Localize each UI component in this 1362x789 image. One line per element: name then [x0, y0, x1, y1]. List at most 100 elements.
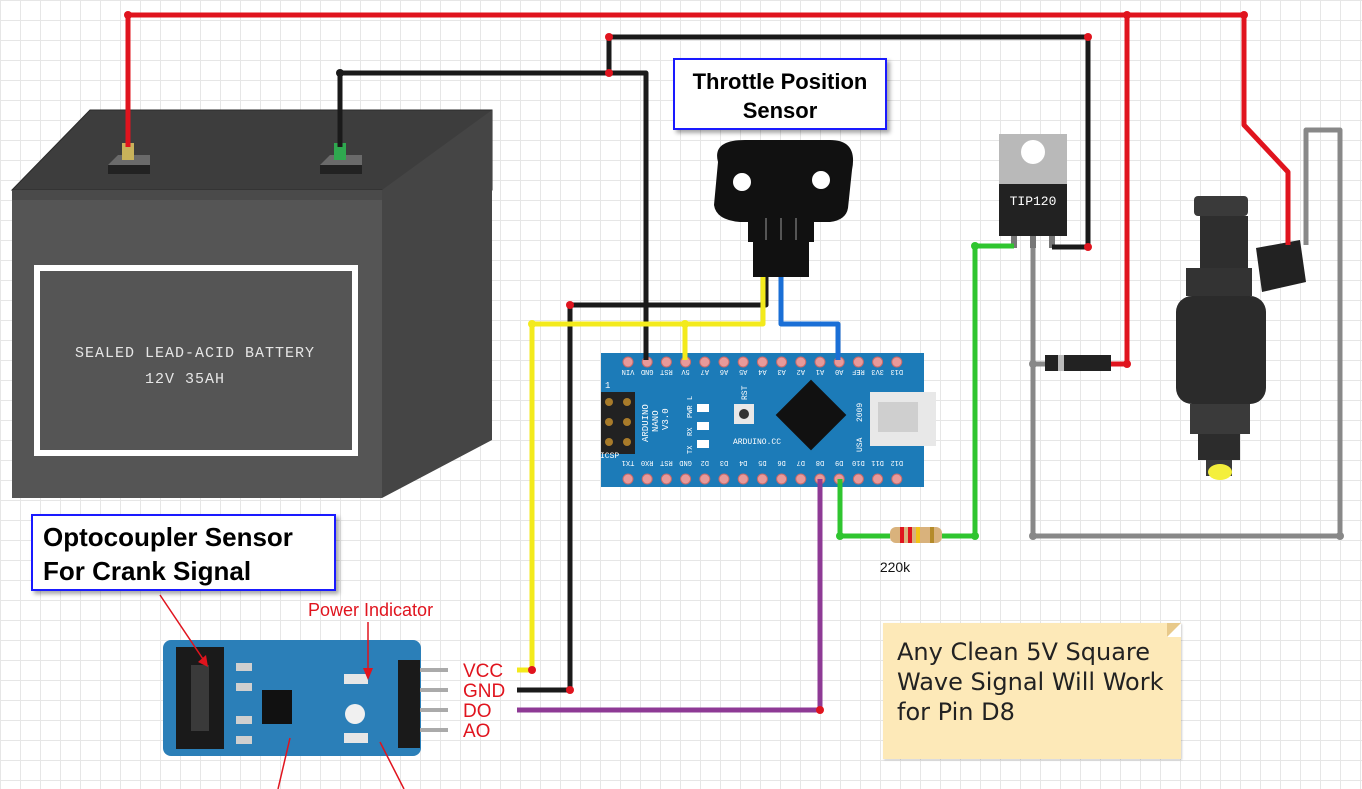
diode: [1045, 355, 1111, 371]
nano-bottom-pin-label-d5: D5: [758, 458, 766, 466]
opto-pin-ao: AO: [463, 721, 490, 742]
opto-pin-vcc: VCC: [463, 661, 503, 682]
nano-bottom-pin-label-d12: D12: [890, 458, 903, 466]
nano-bottom-pin-label-d7: D7: [797, 458, 805, 466]
nano-icsp-label: ICSP: [600, 452, 619, 461]
nano-top-pin-label-a2: A2: [797, 367, 805, 375]
opto-pin-do: DO: [463, 701, 492, 722]
nano-top-pin-label-a6: A6: [720, 367, 728, 375]
nano-top-pin-a4: [756, 356, 768, 368]
nano-bottom-pin-d2: [699, 473, 711, 485]
nano-rx-label: RX: [687, 427, 695, 436]
nano-top-pin-rst: [660, 356, 672, 368]
nano-bottom-pin-rst: [660, 473, 672, 485]
nano-top-pin-label-a0: A0: [835, 367, 843, 375]
nano-top-pin-ref: [852, 356, 864, 368]
nano-name-line2: NANO: [651, 410, 661, 432]
nano-top-pin-a1: [814, 356, 826, 368]
nano-top-pin-a7: [699, 356, 711, 368]
nano-pin1-label: 1: [605, 381, 610, 391]
nano-name-line1: ARDUINO: [641, 404, 651, 442]
wire-red-12v: [125, 12, 1291, 245]
nano-top-pin-label-ref: REF: [852, 367, 865, 375]
nano-bottom-pin-label-rst: RST: [660, 458, 673, 466]
nano-bottom-pin-label-gnd: GND: [679, 458, 692, 466]
nano-bottom-pin-label-d6: D6: [777, 458, 785, 466]
nano-top-pin-label-a1: A1: [816, 367, 824, 375]
sticky-note: Any Clean 5V Square Wave Signal Will Wor…: [883, 623, 1181, 759]
nano-bottom-pin-label-d9: D9: [835, 458, 843, 466]
opto-pin-gnd: GND: [463, 681, 505, 702]
nano-top-pin-d13: [891, 356, 903, 368]
nano-l-label: L: [687, 396, 695, 400]
battery-label-line1: SEALED LEAD-ACID BATTERY: [75, 345, 315, 362]
tip120-label: TIP120: [1010, 194, 1057, 209]
sticky-note-fold: [1167, 623, 1181, 637]
nano-bottom-pin-tx1: [622, 473, 634, 485]
nano-top-pin-a5: [737, 356, 749, 368]
nano-top-pin-vin: [622, 356, 634, 368]
optocoupler-module: VCC GND DO AO Power Indicator: [159, 594, 505, 789]
nano-pwr-label: PWR: [687, 405, 695, 418]
wire-red-diode: [1111, 15, 1130, 367]
nano-top-pin-label-rst: RST: [660, 367, 673, 375]
fuel-injector: [1176, 196, 1306, 480]
wire-green-d9: [837, 479, 890, 539]
tps-callout: Throttle Position Sensor: [673, 58, 887, 130]
resistor-value-label: 220k: [880, 559, 911, 575]
nano-microcontroller-chip: [775, 379, 847, 451]
nano-bottom-pin-label-d8: D8: [816, 458, 824, 466]
optocoupler-callout: Optocoupler Sensor For Crank Signal: [31, 514, 336, 591]
nano-bottom-pin-d3: [718, 473, 730, 485]
nano-top-pin-a3: [776, 356, 788, 368]
nano-top-pin-label-d13: D13: [890, 367, 903, 375]
nano-top-pin-a2: [795, 356, 807, 368]
nano-top-pin-label-a4: A4: [758, 367, 766, 375]
nano-top-pin-label-gnd: GND: [641, 367, 654, 375]
sticky-note-text: Any Clean 5V Square Wave Signal Will Wor…: [897, 638, 1164, 726]
nano-country-label: USA: [856, 437, 865, 452]
optocoupler-callout-line1: Optocoupler Sensor: [43, 522, 293, 552]
nano-bottom-pin-label-d3: D3: [720, 458, 728, 466]
optocoupler-comparator-chip: [262, 690, 292, 724]
nano-top-pin-label-5v: 5V: [681, 367, 690, 375]
nano-top-pin-label-a3: A3: [777, 367, 785, 375]
nano-bottom-pin-d7: [795, 473, 807, 485]
wire-black-ground: [337, 70, 649, 360]
nano-bottom-pin-gnd: [680, 473, 692, 485]
nano-year-label: 2009: [856, 403, 865, 422]
nano-top-pin-3v3: [872, 356, 884, 368]
nano-bottom-pin-label-d11: D11: [871, 458, 884, 466]
nano-bottom-pin-rx0: [641, 473, 653, 485]
nano-top-pin-label-a5: A5: [739, 367, 747, 375]
tps-callout-line2: Sensor: [742, 98, 818, 123]
wire-purple-d8: [517, 479, 823, 713]
nano-bottom-pin-label-d4: D4: [739, 458, 747, 466]
nano-top-pin-label-vin: VIN: [622, 367, 635, 375]
optocoupler-callout-line2: For Crank Signal: [43, 556, 252, 586]
nano-top-pin-a6: [718, 356, 730, 368]
nano-tx-label: TX: [687, 445, 695, 454]
wire-gray-injector: [1030, 127, 1343, 539]
nano-bottom-pin-label-d10: D10: [852, 458, 865, 466]
power-indicator-label: Power Indicator: [308, 600, 433, 620]
nano-site-label: ARDUINO.CC: [733, 438, 781, 447]
battery-label-frame: [34, 265, 358, 456]
nano-name-line3: V3.0: [661, 408, 671, 430]
wire-blue-tps-signal: [778, 277, 841, 360]
junction-dots: [124, 11, 1344, 714]
nano-bottom-pin-label-rx0: RX0: [641, 458, 654, 466]
battery-negative-terminal: [320, 143, 362, 174]
resistor-220k: 220k: [880, 527, 942, 575]
nano-bottom-pin-label-d2: D2: [701, 458, 709, 466]
nano-top-pin-label-3v3: 3V3: [871, 367, 884, 375]
wire-green-tip-base: [942, 243, 1014, 539]
battery-label-line2: 12V 35AH: [145, 371, 225, 388]
nano-bottom-pin-d6: [776, 473, 788, 485]
nano-bottom-pin-d10: [852, 473, 864, 485]
nano-bottom-pin-d12: [891, 473, 903, 485]
nano-bottom-pin-d5: [756, 473, 768, 485]
